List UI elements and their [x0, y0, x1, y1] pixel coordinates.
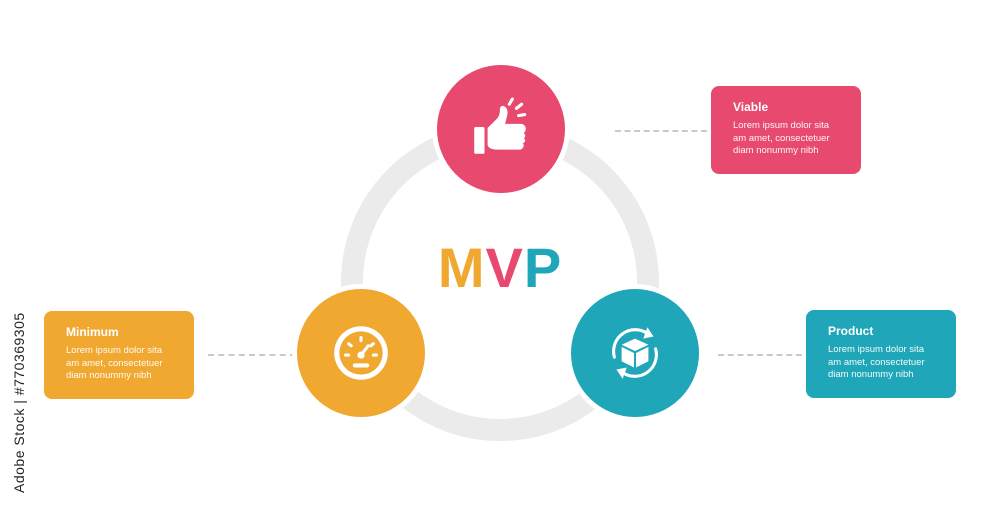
stock-watermark: Adobe Stock | #770369305	[6, 250, 27, 500]
box-refresh-icon	[612, 327, 658, 379]
card-product: Product Lorem ipsum dolor sita am amet, …	[806, 310, 956, 398]
card-product-text: Lorem ipsum dolor sita am amet, consecte…	[828, 344, 925, 380]
title-letter-v: V	[485, 236, 524, 299]
speedometer-icon	[334, 326, 388, 380]
card-viable: Viable Lorem ipsum dolor sita am amet, c…	[711, 86, 861, 174]
card-minimum-title: Minimum	[66, 325, 119, 339]
node-viable	[432, 60, 570, 198]
card-minimum: Minimum Lorem ipsum dolor sita am amet, …	[44, 311, 194, 399]
card-viable-title: Viable	[733, 100, 769, 114]
watermark-text: Adobe Stock | #770369305	[11, 312, 27, 493]
card-product-title: Product	[828, 324, 874, 338]
node-minimum	[292, 284, 430, 422]
thumbs-up-icon	[474, 97, 527, 154]
title-letter-m: M	[437, 236, 486, 299]
node-product	[566, 284, 704, 422]
connector-product	[718, 354, 802, 356]
connector-viable	[615, 130, 707, 132]
card-minimum-text: Lorem ipsum dolor sita am amet, consecte…	[66, 345, 163, 381]
title-letter-p: P	[523, 236, 563, 299]
connector-minimum	[208, 354, 296, 356]
mvp-title: MVP	[400, 236, 600, 300]
card-viable-text: Lorem ipsum dolor sita am amet, consecte…	[733, 120, 830, 156]
